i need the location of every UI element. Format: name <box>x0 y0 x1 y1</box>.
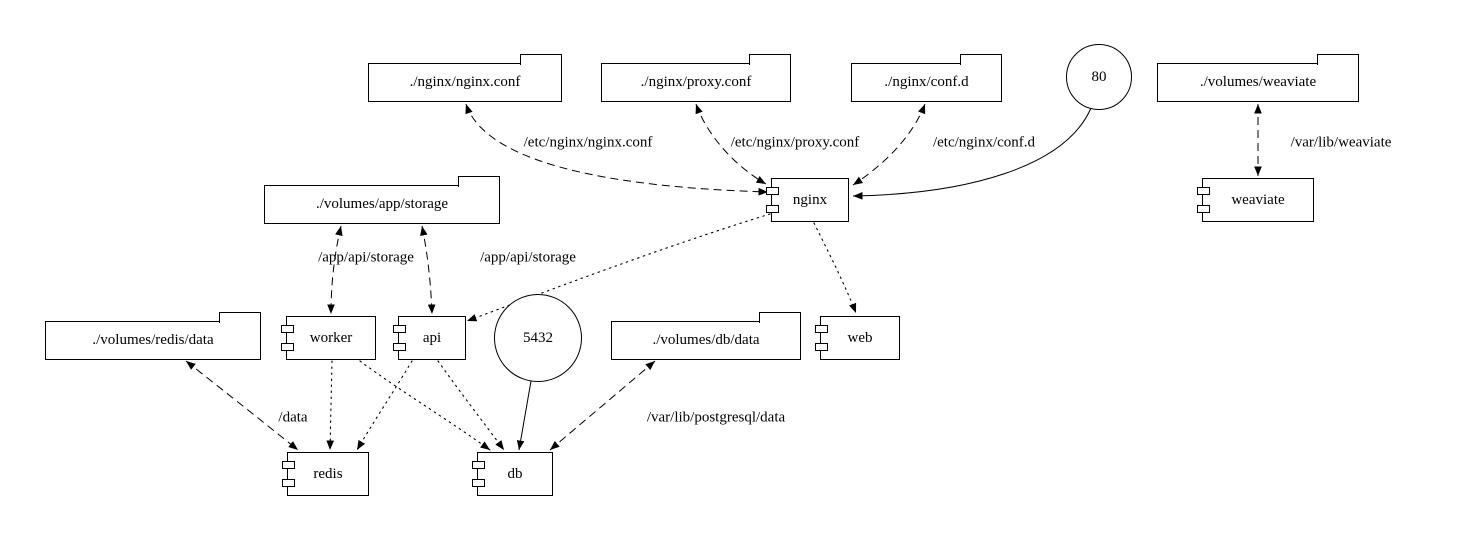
node-volume-nginx-conf: ./nginx/nginx.conf <box>368 54 562 102</box>
edge-api-db <box>437 360 505 451</box>
node-port-80: 80 <box>1066 44 1132 110</box>
node-label: ./nginx/nginx.conf <box>409 74 521 90</box>
folder-body: ./nginx/conf.d <box>851 63 1002 102</box>
node-service-api: api <box>393 316 466 360</box>
component-pin-icon <box>815 325 828 333</box>
node-volume-redis-data: ./volumes/redis/data <box>45 312 261 360</box>
edge-port-5432-db <box>516 380 532 451</box>
node-label: ./volumes/app/storage <box>315 196 449 212</box>
node-label: ./nginx/proxy.conf <box>640 74 752 90</box>
folder-tab-icon <box>520 54 562 65</box>
edge-nginx-web <box>813 222 857 314</box>
edge-worker-redis <box>326 360 335 451</box>
component-pin-icon <box>766 205 779 213</box>
folder-body: ./volumes/weaviate <box>1157 63 1359 102</box>
folder-body: ./volumes/db/data <box>611 321 801 360</box>
node-label: ./nginx/conf.d <box>884 74 969 90</box>
node-volume-weaviate: ./volumes/weaviate <box>1157 54 1359 102</box>
node-volume-conf-d: ./nginx/conf.d <box>851 54 1002 102</box>
node-port-5432: 5432 <box>494 294 582 382</box>
component-pin-icon <box>1197 205 1210 213</box>
node-volume-proxy-conf: ./nginx/proxy.conf <box>601 54 791 102</box>
folder-tab-icon <box>458 176 500 187</box>
edge-label-api-storage-mount: /app/api/storage <box>480 249 576 266</box>
node-label: worker <box>309 329 353 346</box>
component-pin-icon <box>281 343 294 351</box>
node-label: ./volumes/db/data <box>652 332 760 348</box>
folder-tab-icon <box>1317 54 1359 65</box>
folder-body: ./volumes/redis/data <box>45 321 261 360</box>
edge-label-redis-mount: /data <box>278 409 308 426</box>
node-label: 5432 <box>523 329 553 346</box>
edge-port-80-nginx <box>852 107 1092 200</box>
edge-app-storage-api <box>420 225 436 315</box>
component-pin-icon <box>815 343 828 351</box>
folder-tab-icon <box>219 312 261 323</box>
edge-label-proxy-conf-mount: /etc/nginx/proxy.conf <box>730 134 860 151</box>
component-pin-icon <box>282 479 295 487</box>
component-pin-icon <box>393 343 406 351</box>
node-service-weaviate: weaviate <box>1197 178 1314 222</box>
folder-body: ./nginx/nginx.conf <box>368 63 562 102</box>
edge-label-conf-d-mount: /etc/nginx/conf.d <box>932 134 1036 151</box>
edge-conf-d-volume <box>852 103 926 186</box>
node-label: nginx <box>792 191 828 208</box>
node-label: 80 <box>1091 68 1107 85</box>
edge-label-worker-storage-mount: /app/api/storage <box>318 249 414 266</box>
component-pin-icon <box>766 187 779 195</box>
component-pin-icon <box>393 325 406 333</box>
folder-tab-icon <box>749 54 791 65</box>
node-label: redis <box>313 465 343 482</box>
folder-body: ./volumes/app/storage <box>264 185 500 224</box>
edge-label-nginx-conf-mount: /etc/nginx/nginx.conf <box>523 134 653 151</box>
edge-proxy-conf-volume <box>695 103 767 185</box>
node-service-db: db <box>472 452 553 496</box>
node-service-redis: redis <box>282 452 369 496</box>
node-service-web: web <box>815 316 900 360</box>
node-label: db <box>507 465 523 482</box>
folder-body: ./nginx/proxy.conf <box>601 63 791 102</box>
node-label: ./volumes/redis/data <box>92 332 214 348</box>
edge-label-db-mount: /var/lib/postgresql/data <box>646 409 786 426</box>
node-label: ./volumes/weaviate <box>1199 74 1317 90</box>
folder-tab-icon <box>759 312 801 323</box>
edge-label-weaviate-mount: /var/lib/weaviate <box>1290 134 1392 151</box>
node-label: web <box>847 329 873 346</box>
component-pin-icon <box>1197 187 1210 195</box>
edge-worker-db <box>359 360 491 451</box>
edge-api-redis <box>356 360 413 451</box>
node-label: weaviate <box>1231 191 1285 208</box>
edge-db-data-volume <box>549 360 656 451</box>
folder-tab-icon <box>960 54 1002 65</box>
node-volume-app-storage: ./volumes/app/storage <box>264 176 500 224</box>
component-pin-icon <box>472 461 485 469</box>
component-pin-icon <box>281 325 294 333</box>
component-pin-icon <box>472 479 485 487</box>
component-pin-icon <box>282 461 295 469</box>
edge-app-storage-worker <box>327 225 343 315</box>
edge-redis-data-volume <box>185 360 299 451</box>
edge-nginx-conf-volume <box>465 103 769 196</box>
node-service-worker: worker <box>281 316 376 360</box>
node-label: api <box>422 329 442 346</box>
node-volume-db-data: ./volumes/db/data <box>611 312 801 360</box>
node-service-nginx: nginx <box>766 178 849 222</box>
